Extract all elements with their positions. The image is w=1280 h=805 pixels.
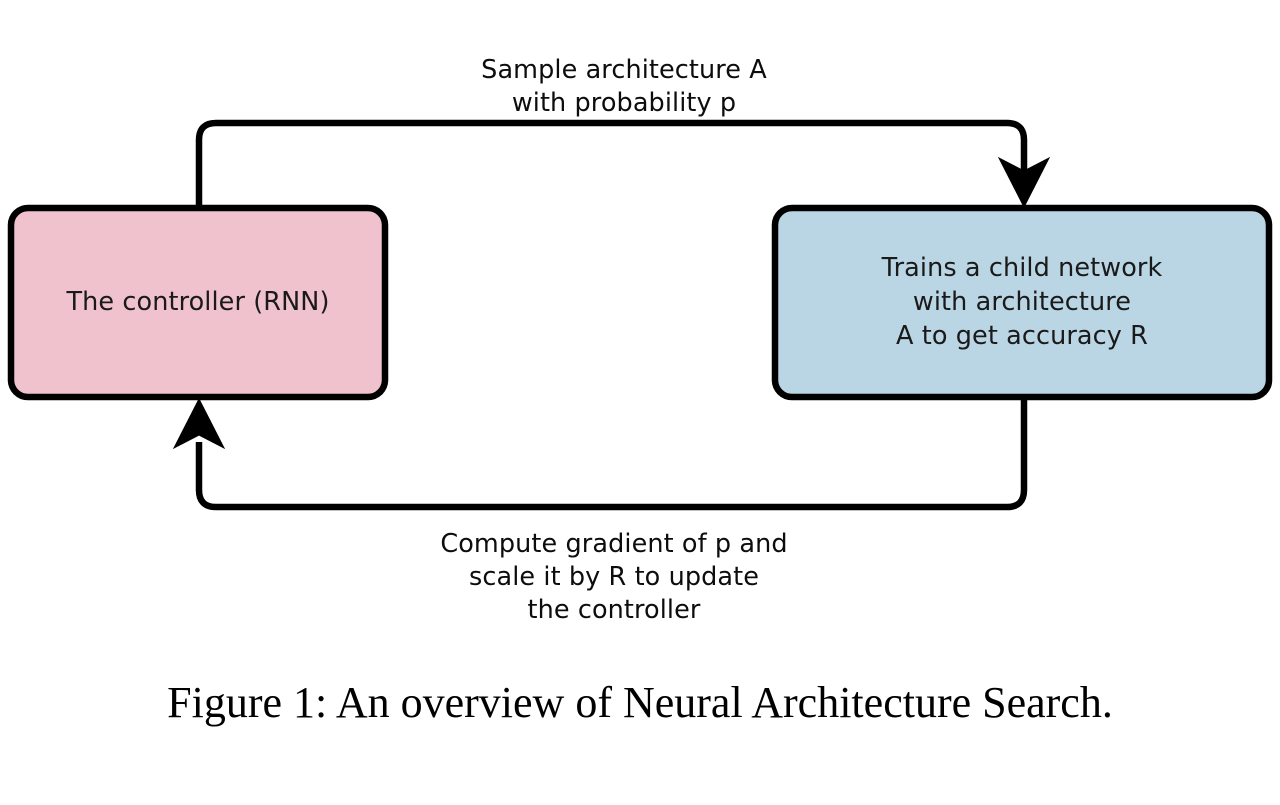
edge-update-label: Compute gradient of p and scale it by R … (440, 529, 788, 625)
edge-update-path (195, 400, 1028, 511)
node-controller-label: The controller (RNN) (66, 287, 330, 317)
diagram-canvas (7, 119, 1273, 511)
edge-update-arrowhead-icon (172, 397, 226, 450)
edge-sample-label: Sample architecture A with probability p (481, 55, 767, 118)
node-child-network-box (771, 204, 1273, 401)
node-child-network-label: Trains a child network with architecture… (881, 253, 1163, 351)
edge-sample-arrowhead-icon (997, 156, 1051, 209)
node-controller-box (7, 204, 389, 401)
edge-sample-path (195, 119, 1028, 205)
figure-caption: Figure 1: An overview of Neural Architec… (167, 678, 1113, 727)
